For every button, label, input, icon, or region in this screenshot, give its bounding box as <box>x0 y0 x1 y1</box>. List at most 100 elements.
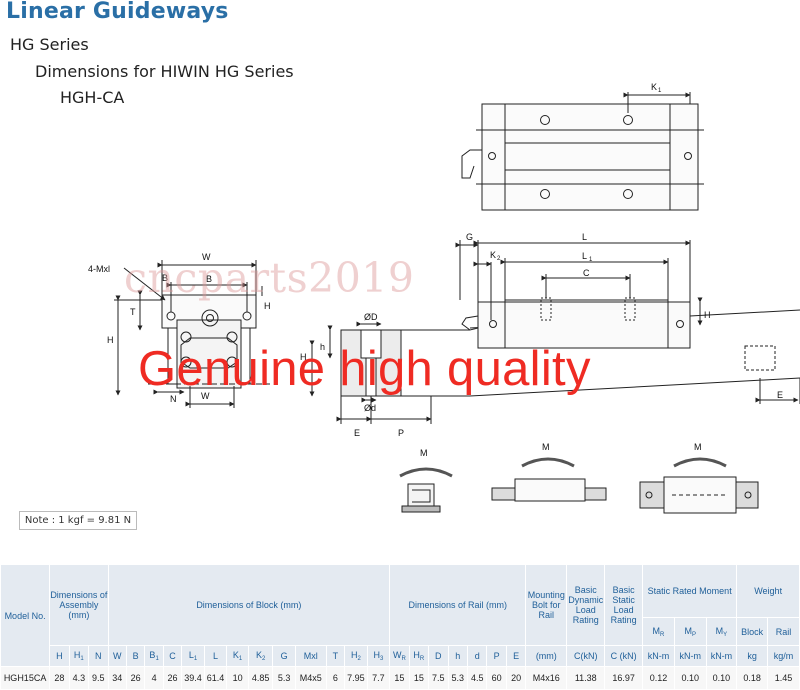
cell-value: 15 <box>389 666 410 690</box>
unit-mr: kN-m <box>642 645 675 667</box>
moment-label-mp: M <box>542 442 550 452</box>
unit-n: N <box>88 645 109 667</box>
unit-block-kg: kg <box>736 645 769 667</box>
cell-value: 15 <box>408 666 430 690</box>
header-mr: MR <box>642 617 675 646</box>
cell-value: 61.4 <box>203 666 228 690</box>
cell-value: 0.10 <box>673 666 707 690</box>
front-view-drawing <box>114 260 270 408</box>
unit-hr: HR <box>408 645 430 667</box>
moment-diagram-my <box>639 457 759 514</box>
header-rail: Dimensions of Rail (mm) <box>389 564 527 646</box>
cell-value: 28 <box>49 666 70 690</box>
unit-k2: K2 <box>247 645 274 667</box>
header-rail-weight: Rail <box>767 617 800 646</box>
unit-wr: WR <box>389 645 410 667</box>
header-dynamic: Basic Dynamic Load Rating <box>566 564 606 646</box>
cell-value: 0.12 <box>642 666 675 690</box>
cell-value: 60 <box>486 666 507 690</box>
unit-my: kN-m <box>705 645 738 667</box>
dim-label-n: N <box>170 394 177 404</box>
cell-value: 9.5 <box>88 666 109 690</box>
cell-value: 11.38 <box>566 666 606 690</box>
unit-bolt: (mm) <box>525 645 568 667</box>
cell-value: 16.97 <box>604 666 644 690</box>
cell-value: 0.10 <box>705 666 738 690</box>
dim-label-k1-sub: 1 <box>658 88 662 94</box>
dim-label-l1: L <box>582 251 587 261</box>
unit-t: T <box>325 645 346 667</box>
dim-label-t: T <box>130 307 136 317</box>
moment-diagram-mp <box>491 457 607 502</box>
cell-value: 26 <box>162 666 183 690</box>
unit-l1: L1 <box>181 645 205 667</box>
dim-label-wr: W <box>201 391 210 401</box>
unit-w: W <box>107 645 127 667</box>
dim-label-b1: B <box>162 273 168 283</box>
dim-label-k2-sub: 2 <box>497 256 501 262</box>
dim-label-g: G <box>466 232 473 242</box>
dim-label-l1-sub: 1 <box>589 257 593 263</box>
cell-value: 7.5 <box>428 666 449 690</box>
unit-h-small: h <box>447 645 468 667</box>
dim-label-k1: K <box>651 82 657 92</box>
dim-label-p: P <box>398 428 404 438</box>
side-view-drawing <box>455 240 800 404</box>
table-row: HGH15CA 28 4.3 9.5 34 26 4 26 39.4 61.4 … <box>0 666 800 690</box>
table-spacer <box>0 553 800 565</box>
cell-value: 10 <box>226 666 249 690</box>
cell-value: 7.7 <box>366 666 391 690</box>
moment-diagram-mr <box>399 467 453 513</box>
dim-label-b: B <box>206 274 212 284</box>
rail-section-drawing <box>309 321 470 424</box>
unit-p: P <box>486 645 507 667</box>
cell-value: M4x5 <box>294 666 327 690</box>
unit-rail-kgm: kg/m <box>767 645 800 667</box>
cell-value: M4x16 <box>525 666 568 690</box>
unit-g: G <box>272 645 296 667</box>
dim-label-e-left: E <box>354 428 360 438</box>
technical-drawing: K 1 W 4-Mxl B B H T <box>88 82 800 514</box>
cell-value: 34 <box>107 666 127 690</box>
dim-label-h: H <box>107 335 114 345</box>
header-weight: Weight <box>736 564 800 618</box>
unit-mxl: Mxl <box>294 645 327 667</box>
dim-label-hr: H <box>300 352 307 362</box>
cell-model: HGH15CA <box>0 666 51 690</box>
unit-mp: kN-m <box>673 645 707 667</box>
cell-value: 20 <box>505 666 527 690</box>
cell-value: 4 <box>144 666 164 690</box>
header-model-no: Model No. <box>0 564 51 667</box>
unit-b1: B1 <box>144 645 164 667</box>
dim-label-w: W <box>202 252 211 262</box>
unit-b: B <box>125 645 146 667</box>
model-label: HGH-CA <box>60 88 125 107</box>
unit-d-small: d <box>466 645 488 667</box>
promo-overlay-text: Genuine high quality <box>138 342 591 396</box>
header-block: Dimensions of Block (mm) <box>107 564 391 646</box>
top-view-drawing <box>461 92 704 211</box>
header-moment: Static Rated Moment <box>642 564 738 618</box>
dim-label-e-right: E <box>777 390 783 400</box>
cell-value: 5.3 <box>447 666 468 690</box>
dim-label-h3: H <box>704 310 711 320</box>
header-my: MY <box>705 617 738 646</box>
unit-k1: K1 <box>226 645 249 667</box>
cell-value: 1.45 <box>767 666 800 690</box>
dimensions-heading: Dimensions for HIWIN HG Series <box>35 62 294 81</box>
cell-value: 6 <box>325 666 346 690</box>
cell-value: 39.4 <box>181 666 205 690</box>
unit-note: Note : 1 kgf = 9.81 N <box>19 511 137 530</box>
unit-h2: H2 <box>344 645 368 667</box>
dim-label-od-small: Ød <box>364 403 376 413</box>
moment-label-my: M <box>694 442 702 452</box>
unit-d-big: D <box>428 645 449 667</box>
dim-label-c: C <box>583 268 590 278</box>
watermark-text: cncparts2019 <box>124 254 415 302</box>
cell-value: 7.95 <box>344 666 368 690</box>
cell-value: 4.85 <box>247 666 274 690</box>
spec-table: Model No. Dimensions of Assembly (mm) Di… <box>0 553 800 690</box>
cell-value: 0.18 <box>736 666 769 690</box>
header-assembly: Dimensions of Assembly (mm) <box>49 564 109 646</box>
dim-label-h2: H <box>264 301 271 311</box>
